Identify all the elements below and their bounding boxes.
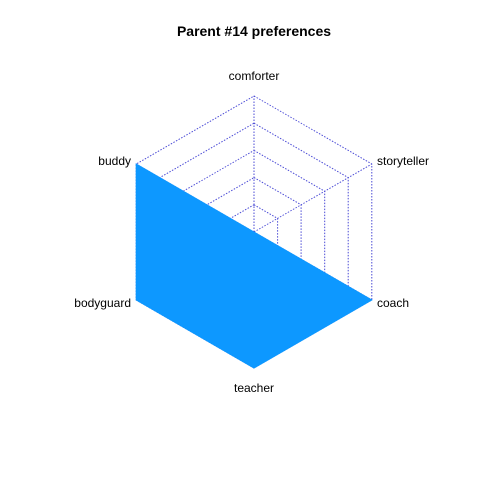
radar-series (135, 163, 373, 369)
axis-label-storyteller: storyteller (377, 154, 429, 168)
chart-title: Parent #14 preferences (177, 23, 331, 39)
axis-label-comforter: comforter (229, 69, 280, 83)
axis-label-buddy: buddy (98, 154, 131, 168)
series-polygon-0 (135, 163, 373, 369)
axis-label-coach: coach (377, 296, 409, 310)
axis-label-bodyguard: bodyguard (74, 296, 131, 310)
axis-labels: comforter storyteller coach teacher bodyguar… (74, 69, 429, 395)
axis-label-teacher: teacher (234, 381, 274, 395)
grid-spoke-storyteller (253, 163, 373, 233)
